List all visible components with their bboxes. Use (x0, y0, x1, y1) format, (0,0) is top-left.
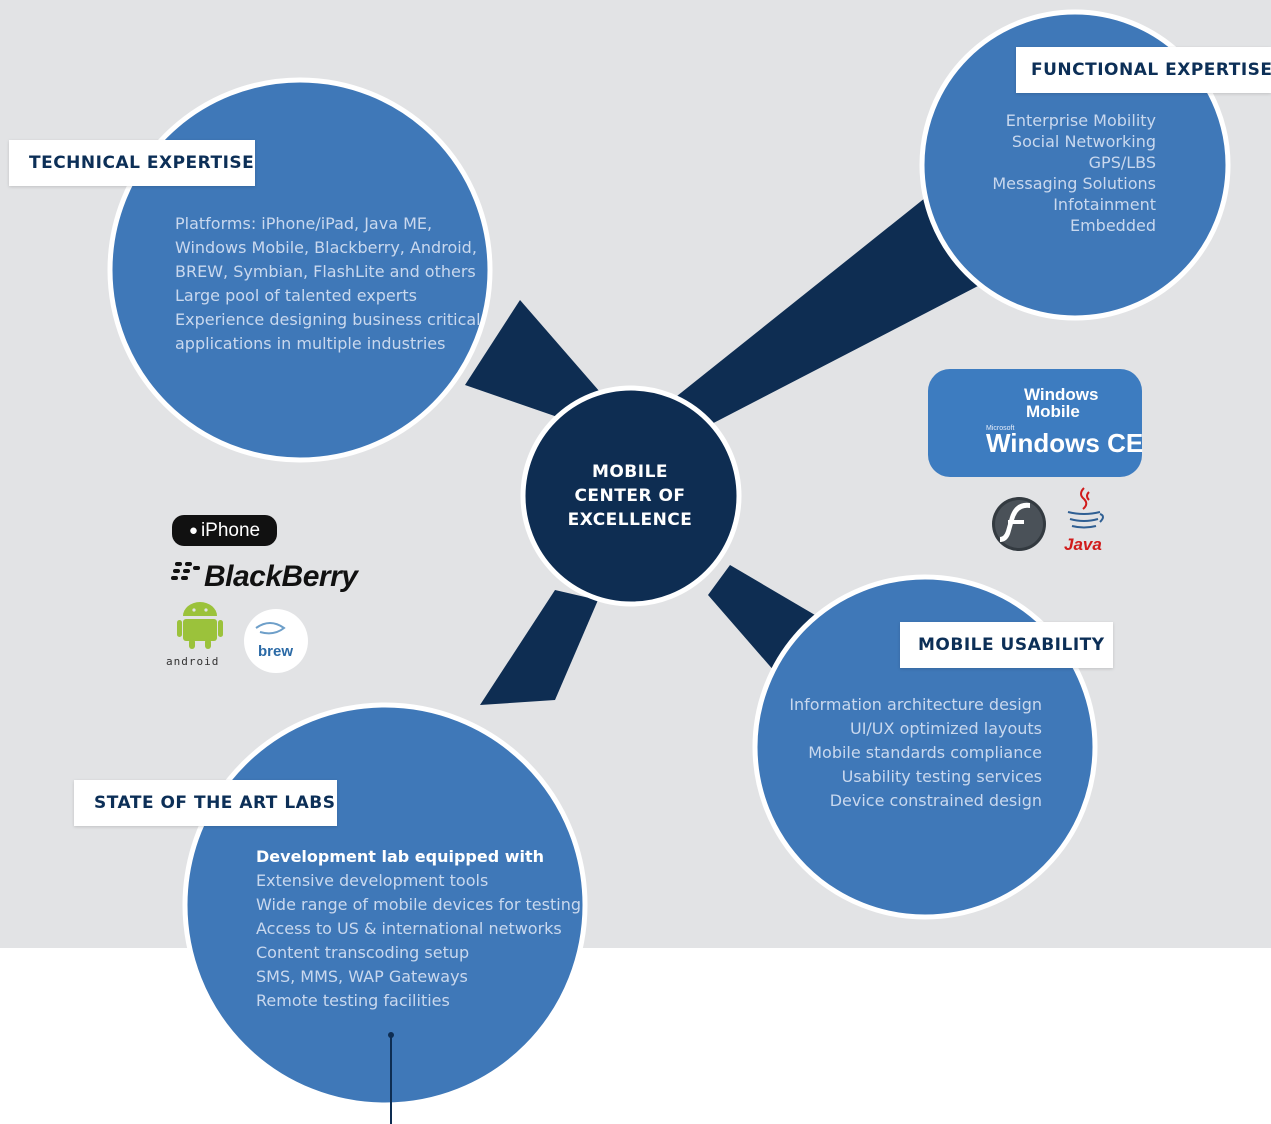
brew-swirl-icon (255, 622, 286, 635)
connector-labs (480, 590, 598, 705)
connector-technical (465, 300, 600, 422)
windows-mobile-logo: Windows Mobile (1024, 386, 1098, 420)
list-item: Device constrained design (829, 791, 1042, 810)
windows-mobile-text: Windows (1024, 385, 1099, 404)
list-item: Wide range of mobile devices for testing (256, 895, 581, 914)
list-item: Enterprise Mobility (1005, 111, 1156, 130)
functional-expertise-title: FUNCTIONAL EXPERTISE (1016, 47, 1271, 93)
connector-functional (672, 190, 1005, 430)
technical-expertise-title: TECHNICAL EXPERTISE (9, 140, 255, 186)
labs-list: Development lab equipped with Extensive … (256, 845, 581, 1013)
list-item: Infotainment (1053, 195, 1156, 214)
list-item: Usability testing services (841, 767, 1042, 786)
blackberry-icon (171, 562, 200, 580)
java-logo-icon (1080, 487, 1090, 510)
labs-lead: Development lab equipped with (256, 847, 545, 866)
list-item: Windows Mobile, Blackberry, Android, (175, 238, 477, 257)
windows-mobile-text: Mobile (1026, 402, 1080, 421)
list-item: Information architecture design (789, 695, 1042, 714)
list-item: applications in multiple industries (175, 334, 446, 353)
hub-title: MOBILE CENTER OF EXCELLENCE (540, 460, 720, 532)
blackberry-logo: BlackBerry (204, 560, 358, 594)
iphone-logo-text: iPhone (200, 519, 261, 541)
list-item: Extensive development tools (256, 871, 489, 890)
android-icon (177, 602, 223, 649)
list-item: BREW, Symbian, FlashLite and others (175, 262, 476, 281)
brew-logo-circle (244, 609, 308, 673)
hub-title-line: EXCELLENCE (567, 510, 693, 530)
list-item: Large pool of talented experts (175, 286, 417, 305)
hub-title-line: CENTER OF (574, 486, 686, 506)
list-item: Platforms: iPhone/iPad, Java ME, (175, 214, 433, 233)
technical-expertise-list: Platforms: iPhone/iPad, Java ME, Windows… (175, 212, 481, 356)
list-item: SMS, MMS, WAP Gateways (256, 967, 468, 986)
microsoft-text: Microsoft (986, 425, 1015, 432)
list-item: GPS/LBS (1088, 153, 1156, 172)
list-item: Mobile standards compliance (808, 743, 1042, 762)
functional-expertise-list: Enterprise Mobility Social Networking GP… (960, 110, 1156, 236)
list-item: Access to US & international networks (256, 919, 562, 938)
brew-logo-text: brew (258, 643, 294, 660)
flash-logo-icon (992, 497, 1046, 551)
state-of-the-art-labs-title: STATE OF THE ART LABS (74, 780, 337, 826)
list-item: Messaging Solutions (992, 174, 1156, 193)
mobile-usability-title: MOBILE USABILITY (900, 622, 1113, 668)
mobile-usability-list: Information architecture design UI/UX op… (772, 693, 1042, 813)
windows-logo-box (928, 369, 1142, 477)
list-item: Remote testing facilities (256, 991, 450, 1010)
blackberry-logo-text: BlackBerry (204, 560, 358, 593)
windows-ce-logo: Windows CE (986, 428, 1144, 458)
list-item: Embedded (1069, 216, 1156, 235)
apple-icon: ● (188, 522, 198, 539)
android-logo-text: android (166, 655, 220, 668)
hub-node (520, 385, 742, 607)
java-logo-text: Java (1064, 535, 1102, 554)
hub-title-line: MOBILE (591, 462, 669, 482)
list-item: Content transcoding setup (256, 943, 470, 962)
list-item: UI/UX optimized layouts (849, 719, 1042, 738)
list-item: Experience designing business critical (175, 310, 481, 329)
iphone-logo: ● iPhone (172, 515, 277, 546)
list-item: Social Networking (1011, 132, 1156, 151)
